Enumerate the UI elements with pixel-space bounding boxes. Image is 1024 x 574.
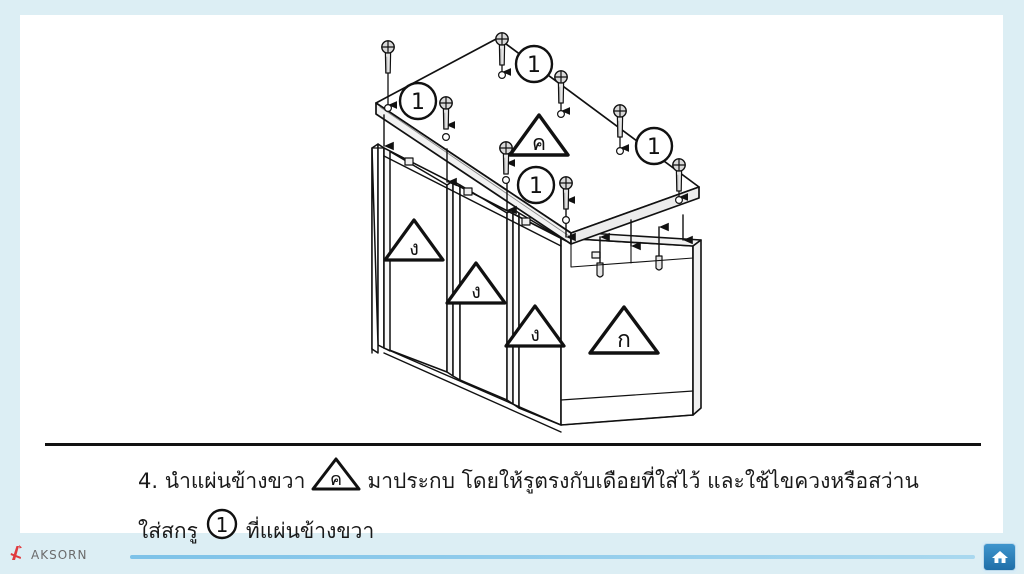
- tri-ko: ก: [588, 305, 660, 355]
- svg-text:1: 1: [647, 135, 661, 160]
- caption-line1-text-before: 4. นำแผ่นข้างขวา: [138, 468, 306, 493]
- home-button[interactable]: [983, 543, 1016, 571]
- svg-text:1: 1: [529, 174, 543, 199]
- svg-text:1: 1: [527, 53, 541, 78]
- caption-line-2: ใส่สกรู 1 ที่แผ่นข้างขวา: [138, 506, 978, 555]
- svg-text:ค: ค: [532, 131, 546, 155]
- page-footer: AKSORN: [0, 533, 1024, 574]
- svg-text:ก: ก: [617, 327, 631, 353]
- tri-ngo-left: ง: [383, 218, 445, 262]
- caption-line1-text-after: มาประกบ โดยให้รูตรงกับเดือยที่ใส่ไว้ และ…: [367, 468, 919, 493]
- instruction-caption: 4. นำแผ่นข้างขวา ค มาประกบ โดยให้รูตรงกั…: [138, 455, 978, 555]
- callout-1-c: 1: [634, 126, 674, 166]
- brand-name: AKSORN: [31, 548, 88, 562]
- caption-triangle-marker: ค: [309, 455, 363, 506]
- caption-circle-label: 1: [216, 513, 229, 537]
- callout-1-b: 1: [514, 44, 554, 84]
- home-icon: [991, 549, 1009, 565]
- svg-text:ง: ง: [530, 322, 540, 346]
- tri-kho: ค: [508, 113, 570, 157]
- caption-circle-marker: 1: [204, 506, 240, 555]
- assembly-illustration: 1 1 1 1 ค: [20, 15, 1003, 435]
- svg-text:ง: ง: [409, 236, 419, 260]
- brand-lockup: AKSORN: [8, 544, 87, 566]
- footer-rule: [130, 555, 975, 559]
- callout-1-a: 1: [398, 81, 438, 121]
- callout-1-d: 1: [516, 165, 556, 205]
- svg-text:ง: ง: [471, 279, 481, 303]
- content-card: 1 1 1 1 ค: [20, 15, 1003, 543]
- caption-line-1: 4. นำแผ่นข้างขวา ค มาประกบ โดยให้รูตรงกั…: [138, 455, 978, 506]
- section-divider: [45, 443, 981, 446]
- caption-line2-text-before: ใส่สกรู: [138, 518, 198, 543]
- svg-text:1: 1: [411, 90, 425, 115]
- tri-ngo-right: ง: [504, 304, 566, 348]
- caption-line2-text-after: ที่แผ่นข้างขวา: [245, 518, 375, 543]
- aksorn-logo-icon: [8, 544, 26, 566]
- tri-ngo-mid: ง: [445, 261, 507, 305]
- caption-triangle-letter: ค: [330, 469, 342, 490]
